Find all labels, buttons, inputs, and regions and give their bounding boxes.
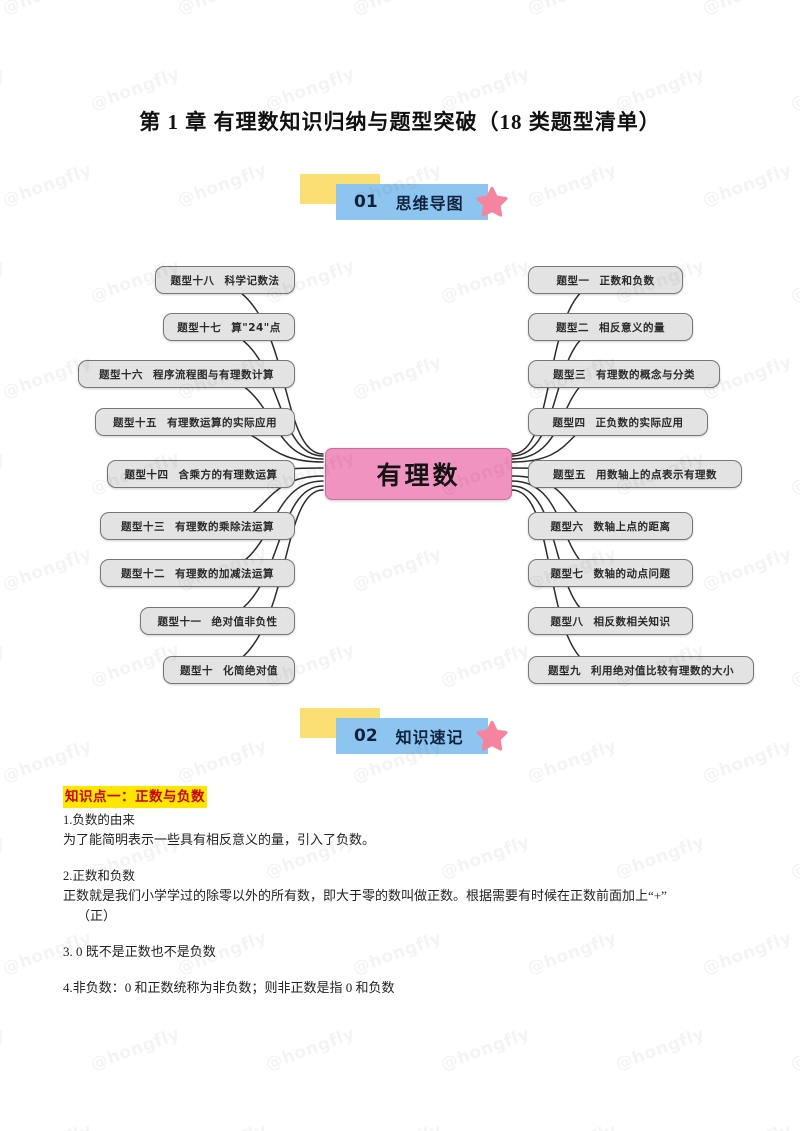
section-header-02: 02 知识速记 — [300, 708, 520, 754]
node-label: 绝对值非负性 — [211, 615, 278, 628]
note-item-1-text: 为了能简明表示一些具有相反意义的量，引入了负数。 — [63, 832, 376, 847]
node-label: 有理数的乘除法运算 — [175, 520, 274, 533]
mindmap-node-left-13[interactable]: 题型十三有理数的乘除法运算 — [100, 512, 295, 540]
node-index: 题型五 — [553, 468, 586, 481]
note-item-4-text: 4.非负数：0 和正数统称为非负数；则非正数是指 0 和负数 — [63, 980, 395, 995]
node-index: 题型十七 — [177, 321, 222, 334]
node-index: 题型九 — [548, 664, 581, 677]
knowledge-point-heading: 知识点一：正数与负数 — [63, 786, 207, 808]
node-index: 题型十五 — [113, 416, 157, 429]
star-icon — [476, 186, 508, 217]
mindmap-node-left-14[interactable]: 题型十四含乘方的有理数运算 — [107, 460, 295, 488]
section-badge-01: 01 思维导图 — [336, 184, 488, 220]
section-number: 01 — [354, 192, 378, 212]
mindmap: 有理数 题型一正数和负数 题型二相反意义的量 题型三有理数的概念与分类 题型四正… — [0, 240, 800, 690]
note-item-2-text-cont: （正） — [77, 908, 117, 923]
node-index: 题型四 — [552, 416, 586, 429]
page-title: 第 1 章 有理数知识归纳与题型突破（18 类题型清单） — [139, 110, 661, 134]
note-item-3-text: 3. 0 既不是正数也不是负数 — [63, 944, 216, 959]
node-label: 正数和负数 — [599, 274, 655, 287]
mindmap-node-right-2[interactable]: 题型二相反意义的量 — [528, 313, 693, 341]
node-label: 化简绝对值 — [223, 664, 278, 677]
node-index: 题型十八 — [170, 274, 215, 287]
node-label: 算"24"点 — [231, 321, 281, 334]
node-index: 题型六 — [550, 520, 584, 533]
mindmap-node-left-15[interactable]: 题型十五有理数运算的实际应用 — [95, 408, 295, 436]
node-label: 有理数的加减法运算 — [175, 567, 274, 580]
node-label: 程序流程图与有理数计算 — [153, 368, 274, 381]
node-label: 相反数相关知识 — [593, 615, 671, 628]
mindmap-node-left-17[interactable]: 题型十七算"24"点 — [163, 313, 295, 341]
node-index: 题型十一 — [157, 615, 202, 628]
mindmap-node-right-9[interactable]: 题型九利用绝对值比较有理数的大小 — [528, 656, 754, 684]
mindmap-node-left-16[interactable]: 题型十六程序流程图与有理数计算 — [78, 360, 295, 388]
node-index: 题型十二 — [121, 567, 165, 580]
section-label: 思维导图 — [395, 194, 464, 213]
node-label: 有理数的概念与分类 — [596, 368, 695, 381]
note-item-2-title: 2.正数和负数 — [63, 869, 135, 883]
mindmap-node-right-1[interactable]: 题型一正数和负数 — [528, 266, 683, 294]
section-number: 02 — [354, 726, 378, 746]
node-label: 正负数的实际应用 — [595, 416, 684, 429]
star-icon — [476, 720, 508, 751]
mindmap-node-left-11[interactable]: 题型十一绝对值非负性 — [140, 607, 295, 635]
node-index: 题型十三 — [121, 520, 165, 533]
node-label: 数轴的动点问题 — [593, 567, 671, 580]
node-index: 题型十 — [180, 664, 213, 677]
mindmap-node-left-12[interactable]: 题型十二有理数的加减法运算 — [100, 559, 295, 587]
note-item-1-title: 1.负数的由来 — [63, 813, 135, 827]
node-label: 数轴上点的距离 — [593, 520, 671, 533]
mindmap-node-right-4[interactable]: 题型四正负数的实际应用 — [528, 408, 708, 436]
node-index: 题型一 — [556, 274, 590, 287]
note-item-2-text: 正数就是我们小学学过的除零以外的所有数，即大于零的数叫做正数。根据需要有时候在正… — [63, 888, 667, 903]
node-index: 题型二 — [556, 321, 589, 334]
node-index: 题型三 — [553, 368, 586, 381]
node-index: 题型八 — [550, 615, 584, 628]
mindmap-center-node: 有理数 — [325, 448, 512, 500]
mindmap-node-left-10[interactable]: 题型十化简绝对值 — [163, 656, 295, 684]
mindmap-node-right-8[interactable]: 题型八相反数相关知识 — [528, 607, 693, 635]
node-label: 科学记数法 — [224, 274, 280, 287]
node-label: 有理数运算的实际应用 — [167, 416, 277, 429]
knowledge-point-heading-wrap: 知识点一：正数与负数 — [63, 786, 763, 808]
node-index: 题型十四 — [124, 468, 169, 481]
section-header-01: 01 思维导图 — [300, 174, 520, 220]
section-badge-02: 02 知识速记 — [336, 718, 488, 754]
node-index: 题型十六 — [99, 368, 143, 381]
node-label: 含乘方的有理数运算 — [178, 468, 278, 481]
node-index: 题型七 — [550, 567, 584, 580]
section-label: 知识速记 — [395, 728, 464, 747]
mindmap-node-right-3[interactable]: 题型三有理数的概念与分类 — [528, 360, 720, 388]
node-label: 利用绝对值比较有理数的大小 — [591, 664, 734, 677]
notes-body: 知识点一：正数与负数 1.负数的由来 为了能简明表示一些具有相反意义的量，引入了… — [63, 786, 763, 998]
mindmap-node-right-5[interactable]: 题型五用数轴上的点表示有理数 — [528, 460, 742, 488]
node-label: 相反意义的量 — [599, 321, 665, 334]
mindmap-node-right-7[interactable]: 题型七数轴的动点问题 — [528, 559, 693, 587]
mindmap-node-left-18[interactable]: 题型十八科学记数法 — [155, 266, 295, 294]
mindmap-node-right-6[interactable]: 题型六数轴上点的距离 — [528, 512, 693, 540]
node-label: 用数轴上的点表示有理数 — [596, 468, 717, 481]
